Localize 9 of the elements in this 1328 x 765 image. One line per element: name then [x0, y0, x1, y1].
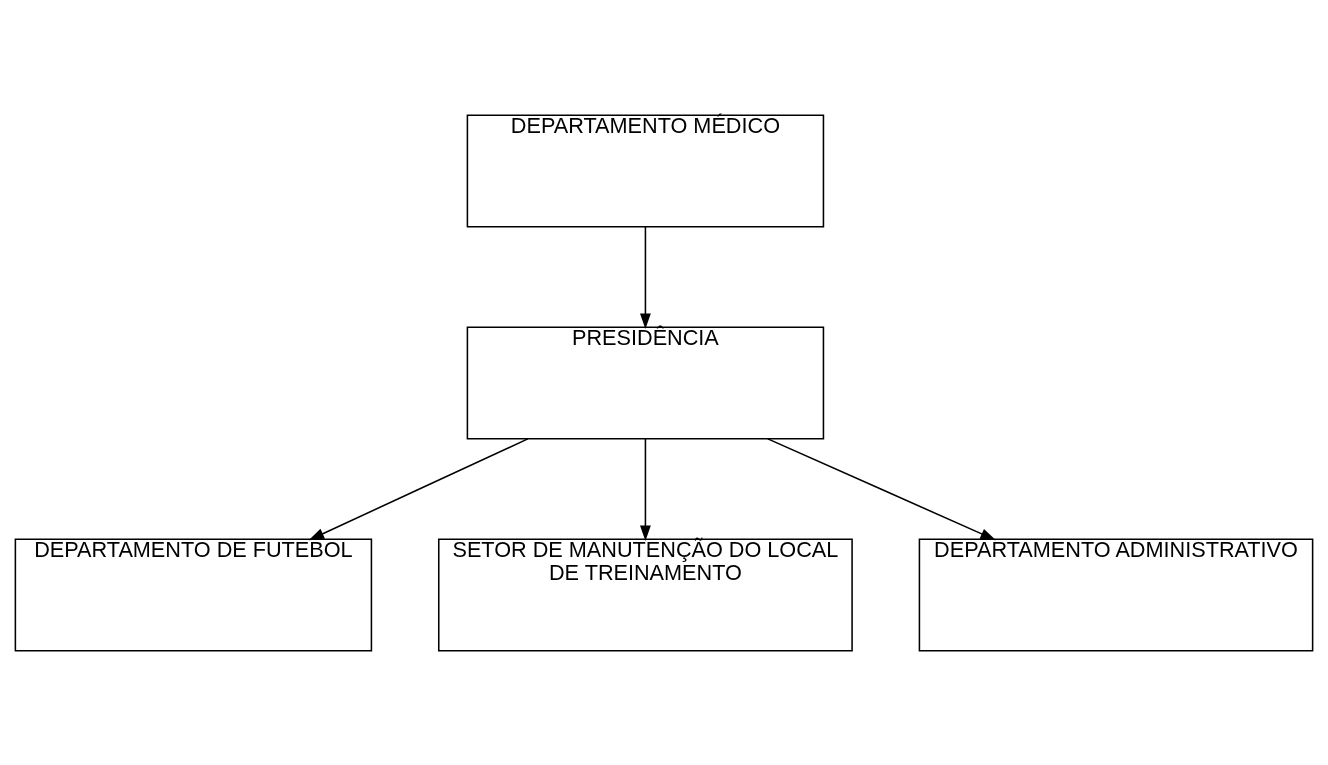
arrow — [308, 437, 529, 540]
node-box: DEPARTAMENTO MÉDICO — [466, 113, 825, 227]
node-box: SETOR DE MANUTENÇÃO DO LOCAL DE TREINAMENTO — [438, 538, 853, 652]
arrow — [640, 225, 651, 329]
node-box: DEPARTAMENTO DE FUTEBOL — [14, 538, 373, 652]
arrow — [640, 437, 651, 541]
node-box: DEPARTAMENTO ADMINISTRATIVO — [918, 538, 1314, 652]
node-box: PRESIDÊNCIA — [466, 326, 825, 439]
arrow — [767, 437, 996, 540]
